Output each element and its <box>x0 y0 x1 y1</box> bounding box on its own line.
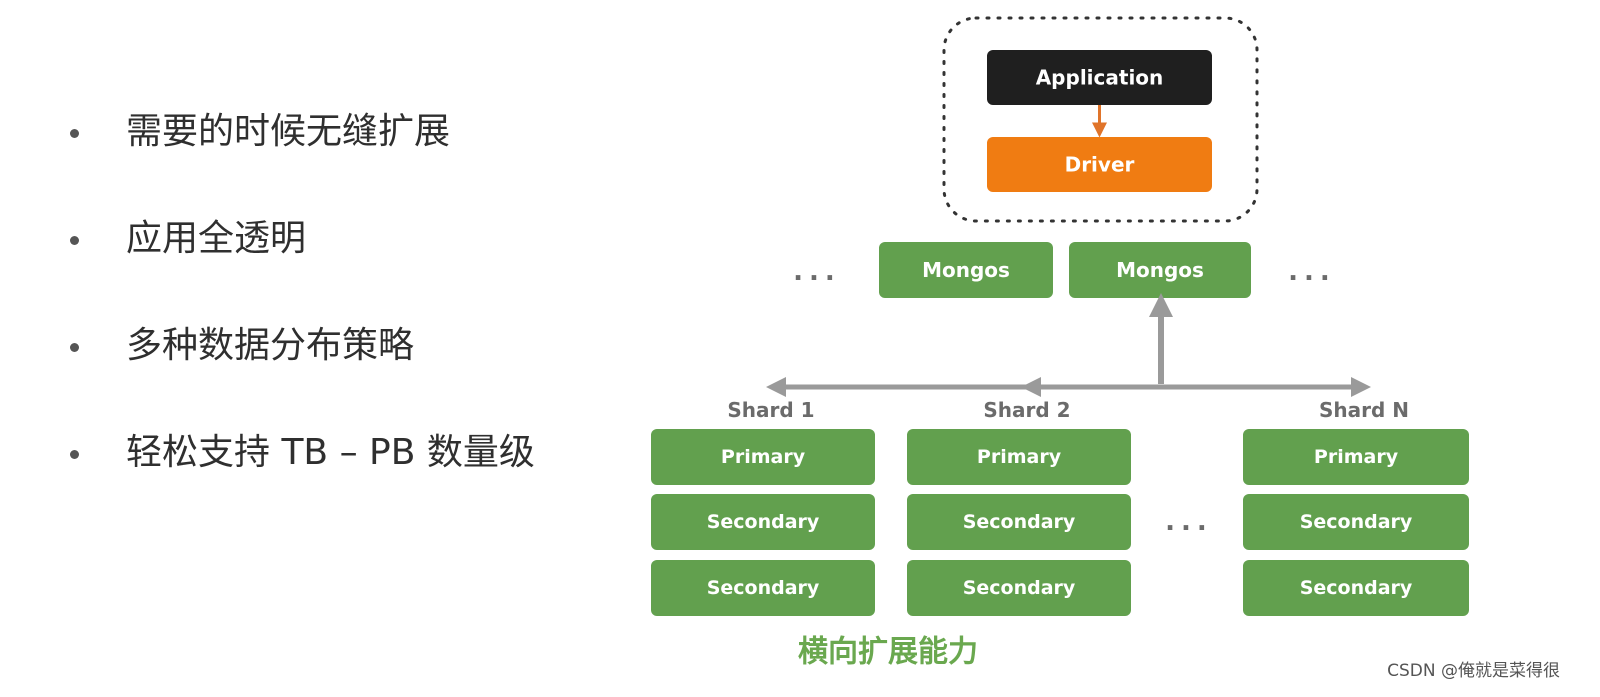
mongos-right-ellipsis: ... <box>1288 257 1336 287</box>
primary-node <box>907 429 1131 485</box>
driver-node: Driver <box>987 137 1212 192</box>
application-node: Application <box>987 50 1212 105</box>
mongos-node: Mongos <box>879 242 1053 298</box>
client-group-border <box>942 16 1259 223</box>
node-label: Primary <box>1314 446 1399 468</box>
feature-text: 需要的时候无缝扩展 <box>126 111 451 152</box>
shard-1: Shard 1 Primary Secondary Secondary <box>651 398 875 616</box>
node-label: Secondary <box>963 577 1076 599</box>
feature-text: 轻松支持 TB – PB 数量级 <box>126 432 535 473</box>
feature-item: 需要的时候无缝扩展 <box>70 103 535 161</box>
driver-label: Driver <box>1065 153 1135 177</box>
secondary-node <box>651 494 875 550</box>
primary-node <box>1243 429 1469 485</box>
feature-item: 多种数据分布策略 <box>70 317 535 375</box>
mongos-label: Mongos <box>922 258 1010 282</box>
secondary-node <box>1243 560 1469 616</box>
node-label: Primary <box>721 446 806 468</box>
feature-list: 需要的时候无缝扩展 应用全透明 多种数据分布策略 轻松支持 TB – PB 数量… <box>70 103 535 531</box>
node-label: Primary <box>977 446 1062 468</box>
mongos-box <box>1069 242 1251 298</box>
feature-text: 应用全透明 <box>126 218 307 259</box>
bullet-icon <box>70 129 79 138</box>
secondary-node <box>907 494 1131 550</box>
node-label: Secondary <box>963 511 1076 533</box>
application-label: Application <box>1036 66 1164 90</box>
shard-label: Shard 2 <box>983 398 1070 422</box>
shard-label: Shard 1 <box>727 398 814 422</box>
bullet-icon <box>70 236 79 245</box>
node-label: Secondary <box>1300 577 1413 599</box>
secondary-node <box>907 560 1131 616</box>
mongos-box <box>879 242 1053 298</box>
driver-box <box>987 137 1212 192</box>
application-box <box>987 50 1212 105</box>
mongos-label: Mongos <box>1116 258 1204 282</box>
bullet-icon <box>70 450 79 459</box>
mongos-left-ellipsis: ... <box>793 257 841 287</box>
mongos-node: Mongos <box>1069 242 1251 298</box>
shard-label: Shard N <box>1319 398 1409 422</box>
feature-item: 轻松支持 TB – PB 数量级 <box>70 424 535 482</box>
node-label: Secondary <box>1300 511 1413 533</box>
primary-node <box>651 429 875 485</box>
diagram-caption: 横向扩展能力 <box>798 635 978 670</box>
feature-item: 应用全透明 <box>70 210 535 268</box>
watermark: CSDN @俺就是菜得很 <box>1387 661 1560 681</box>
secondary-node <box>1243 494 1469 550</box>
shard-ellipsis: ... <box>1165 507 1213 537</box>
shard-n: Shard N Primary Secondary Secondary <box>1243 398 1469 616</box>
bullet-icon <box>70 343 79 352</box>
node-label: Secondary <box>707 511 820 533</box>
shard-2: Shard 2 Primary Secondary Secondary <box>907 398 1131 616</box>
secondary-node <box>651 560 875 616</box>
node-label: Secondary <box>707 577 820 599</box>
feature-text: 多种数据分布策略 <box>126 325 415 366</box>
